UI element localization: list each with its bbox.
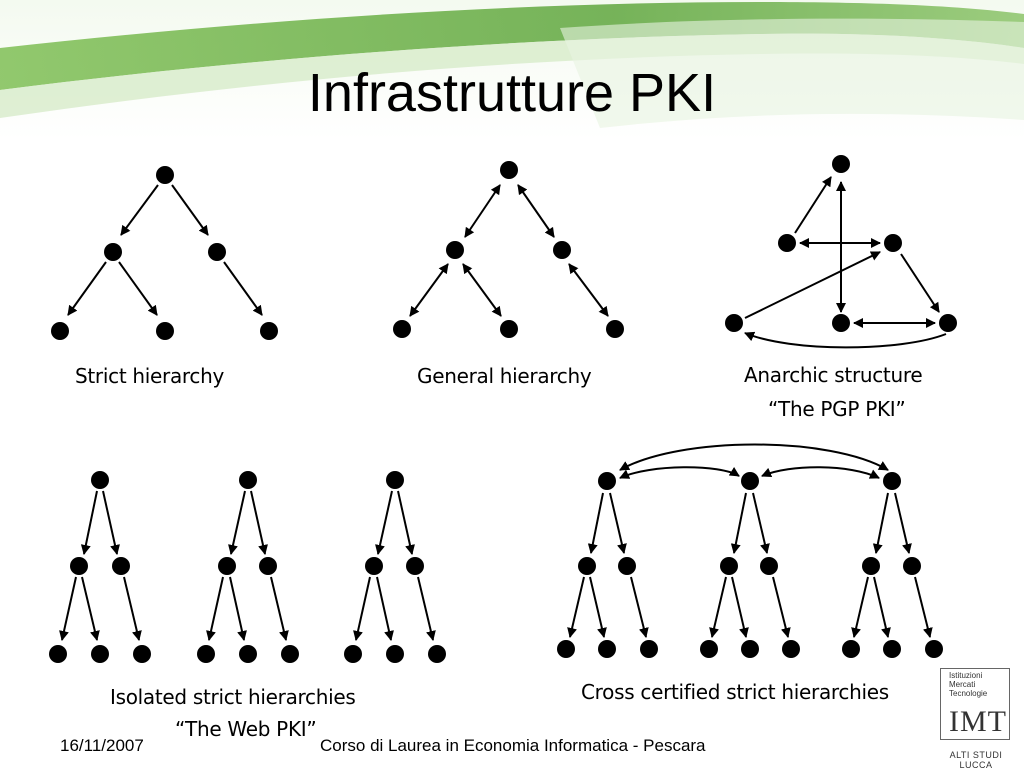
edge — [409, 263, 449, 317]
logo-line: Tecnologie — [949, 689, 988, 698]
footer-course: Corso di Laurea in Economia Informatica … — [320, 736, 706, 755]
cross-tree-2-nodes — [700, 472, 800, 658]
isolated-tree-3 — [353, 490, 436, 641]
general-hierarchy-diagram — [409, 184, 609, 317]
isolated-tree-2 — [206, 490, 289, 641]
node — [832, 314, 850, 332]
header-banner — [0, 0, 1024, 140]
cross-cert-links — [619, 443, 889, 479]
isolated-hierarchies-diagram — [49, 471, 446, 663]
isolated-tree-1 — [59, 490, 142, 641]
caption-pgp-pki: “The PGP PKI” — [768, 397, 906, 421]
isolated-tree-1-nodes — [49, 471, 151, 663]
node — [778, 234, 796, 252]
node — [606, 320, 624, 338]
node — [832, 155, 850, 173]
cross-certified-diagram — [557, 443, 943, 658]
isolated-tree-3-nodes — [344, 471, 446, 663]
anarchic-structure-diagram — [744, 176, 947, 349]
cross-tree-2 — [709, 492, 791, 638]
strict-hierarchy-diagram — [67, 184, 263, 316]
edge — [794, 176, 832, 234]
node — [500, 320, 518, 338]
node-root — [156, 166, 174, 184]
node — [208, 243, 226, 261]
imt-logo-abbr: IMT — [949, 705, 1007, 738]
node — [156, 322, 174, 340]
edge — [568, 263, 609, 317]
edge — [120, 184, 159, 236]
logo-line: Istituzioni — [949, 671, 983, 680]
edge — [171, 184, 209, 236]
edge — [223, 261, 263, 316]
edge — [464, 184, 501, 238]
imt-logo: Istituzioni Mercati Tecnologie IMT ALTI … — [936, 668, 1016, 770]
node — [725, 314, 743, 332]
node — [51, 322, 69, 340]
strict-hierarchy-nodes — [51, 166, 278, 340]
anarchic-structure-nodes — [725, 155, 957, 332]
caption-general-hierarchy: General hierarchy — [417, 364, 592, 388]
node — [104, 243, 122, 261]
edge — [67, 261, 107, 316]
cross-tree-3 — [851, 492, 933, 638]
caption-strict-hierarchy: Strict hierarchy — [75, 364, 225, 388]
slide-title-text: Infrastrutture PKI — [307, 63, 717, 123]
node — [393, 320, 411, 338]
caption-cross-certified: Cross certified strict hierarchies — [581, 680, 889, 704]
cross-tree-3-nodes — [842, 472, 943, 658]
general-hierarchy-nodes — [393, 161, 624, 338]
caption-isolated-hierarchies: Isolated strict hierarchies — [110, 685, 356, 709]
edge — [118, 261, 158, 316]
node — [446, 241, 464, 259]
cross-tree-1-nodes — [557, 472, 658, 658]
node — [553, 241, 571, 259]
imt-logo-subtitle: ALTI STUDI LUCCA — [949, 750, 1003, 770]
imt-logo-institution: Istituzioni Mercati Tecnologie — [949, 671, 1009, 698]
edge — [462, 263, 502, 317]
footer-date: 16/11/2007 — [60, 736, 144, 755]
caption-web-pki: “The Web PKI” — [175, 717, 317, 741]
node-root — [500, 161, 518, 179]
isolated-tree-2-nodes — [197, 471, 299, 663]
cross-tree-1 — [567, 492, 649, 638]
node — [884, 234, 902, 252]
slide-title: Infrastrutture PKI — [0, 62, 1024, 124]
edge — [517, 184, 555, 238]
node — [939, 314, 957, 332]
node — [260, 322, 278, 340]
imt-logo-box: Istituzioni Mercati Tecnologie IMT — [940, 668, 1010, 740]
edge — [900, 253, 940, 313]
edge — [744, 331, 947, 349]
caption-anarchic-structure: Anarchic structure — [744, 363, 923, 387]
logo-line: Mercati — [949, 680, 976, 689]
edge — [744, 251, 881, 319]
